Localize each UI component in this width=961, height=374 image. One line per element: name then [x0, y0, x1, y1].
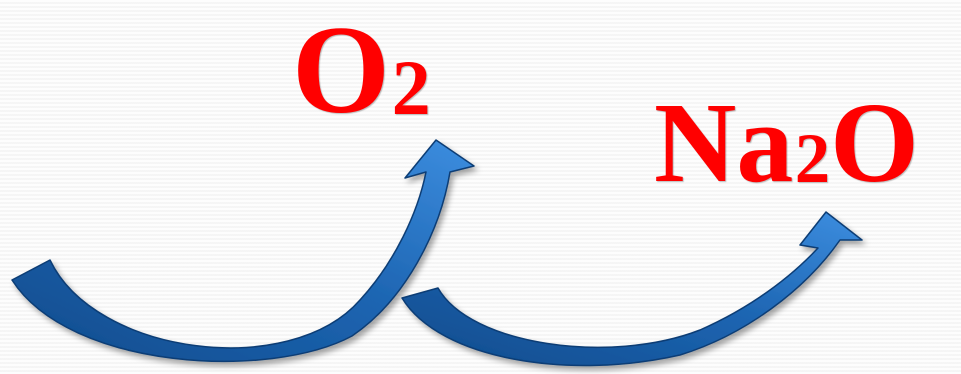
- formula-na2o-tail: O: [830, 79, 919, 206]
- formula-na2o-subscript: 2: [794, 120, 831, 199]
- curved-arrow-icon: [11, 139, 475, 363]
- formula-o2: O2: [292, 8, 431, 134]
- formula-o2-subscript: 2: [391, 43, 431, 131]
- formula-o2-base: O: [292, 1, 391, 140]
- formula-na2o: Na2O: [654, 86, 919, 200]
- curved-arrow-icon: [401, 211, 863, 367]
- formula-na2o-base: Na: [654, 79, 794, 206]
